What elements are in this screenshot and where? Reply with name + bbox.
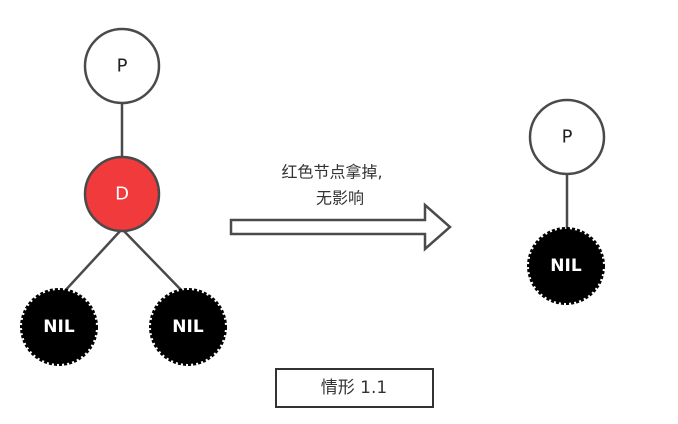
deleted-red-node: D	[83, 155, 161, 233]
arrow-label-line2: 无影响	[316, 189, 364, 208]
before-parent-node: P	[83, 27, 161, 105]
nil-left-label: NIL	[43, 317, 75, 337]
nil-left-node: NIL	[20, 288, 98, 366]
caption-box: 情形 1.1	[275, 368, 434, 408]
nil-right-label: NIL	[172, 317, 204, 337]
after-nil-node: NIL	[527, 227, 605, 305]
transition-arrow	[229, 202, 452, 252]
edge-d-to-nil-right	[121, 228, 186, 295]
nil-right-node: NIL	[149, 288, 227, 366]
deleted-node-label: D	[115, 184, 129, 205]
edge-d-to-nil-left	[61, 228, 123, 295]
arrow-label-line1: 红色节点拿掉,	[281, 163, 382, 182]
caption-text: 情形 1.1	[321, 378, 387, 398]
after-nil-label: NIL	[550, 256, 582, 276]
after-parent-label: P	[562, 127, 573, 148]
before-parent-label: P	[117, 56, 128, 77]
after-parent-node: P	[528, 98, 606, 176]
